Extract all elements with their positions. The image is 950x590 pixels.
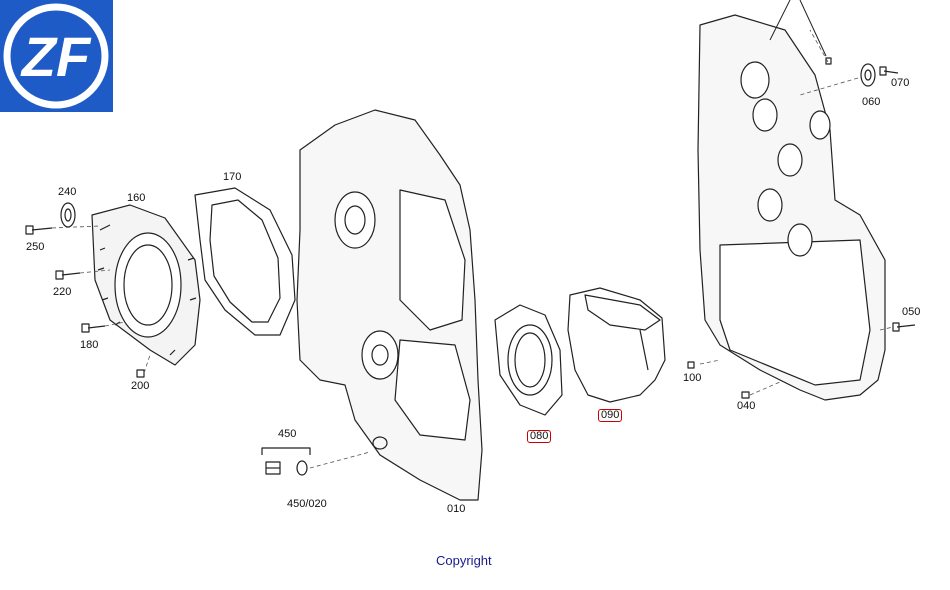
bolt-250 <box>25 225 53 235</box>
part-label-090[interactable]: 090 <box>598 409 623 422</box>
part-label-450[interactable]: 450 <box>278 428 297 440</box>
washer-240 <box>60 202 76 228</box>
part-label-060[interactable]: 060 <box>862 96 881 108</box>
part-label-220[interactable]: 220 <box>53 286 72 298</box>
bolt-220 <box>55 270 81 280</box>
bolt-180 <box>81 323 106 333</box>
part-label-180[interactable]: 180 <box>80 339 99 351</box>
washer-060 <box>860 63 876 87</box>
svg-text:ZF: ZF <box>20 25 92 88</box>
part-label-010[interactable]: 010 <box>447 503 466 515</box>
part-label-100[interactable]: 100 <box>683 372 702 384</box>
shield-080 <box>494 304 563 416</box>
part-label-240[interactable]: 240 <box>58 186 77 198</box>
housing-010 <box>296 109 483 501</box>
copyright-link[interactable]: Copyright <box>436 553 492 568</box>
part-label-450-020[interactable]: 450/020 <box>287 498 327 510</box>
bolt-200 <box>136 369 145 378</box>
gasket-170 <box>194 187 296 336</box>
dowel-top <box>825 57 832 65</box>
part-label-080[interactable]: 080 <box>527 430 552 443</box>
part-label-070[interactable]: 070 <box>891 77 910 89</box>
plug-100 <box>687 361 695 369</box>
part-label-250[interactable]: 250 <box>26 241 45 253</box>
zf-logo: ZF <box>0 0 113 112</box>
shield-090 <box>567 287 666 403</box>
part-label-200[interactable]: 200 <box>131 380 150 392</box>
bolt-070 <box>879 66 899 76</box>
part-label-170[interactable]: 170 <box>223 171 242 183</box>
part-label-160[interactable]: 160 <box>127 192 146 204</box>
plug-040 <box>741 391 750 399</box>
cover-160 <box>91 204 201 366</box>
plug-450 <box>261 447 311 476</box>
part-label-050[interactable]: 050 <box>902 306 921 318</box>
bolt-050 <box>892 322 916 332</box>
housing-right <box>697 14 886 401</box>
part-label-040[interactable]: 040 <box>737 400 756 412</box>
